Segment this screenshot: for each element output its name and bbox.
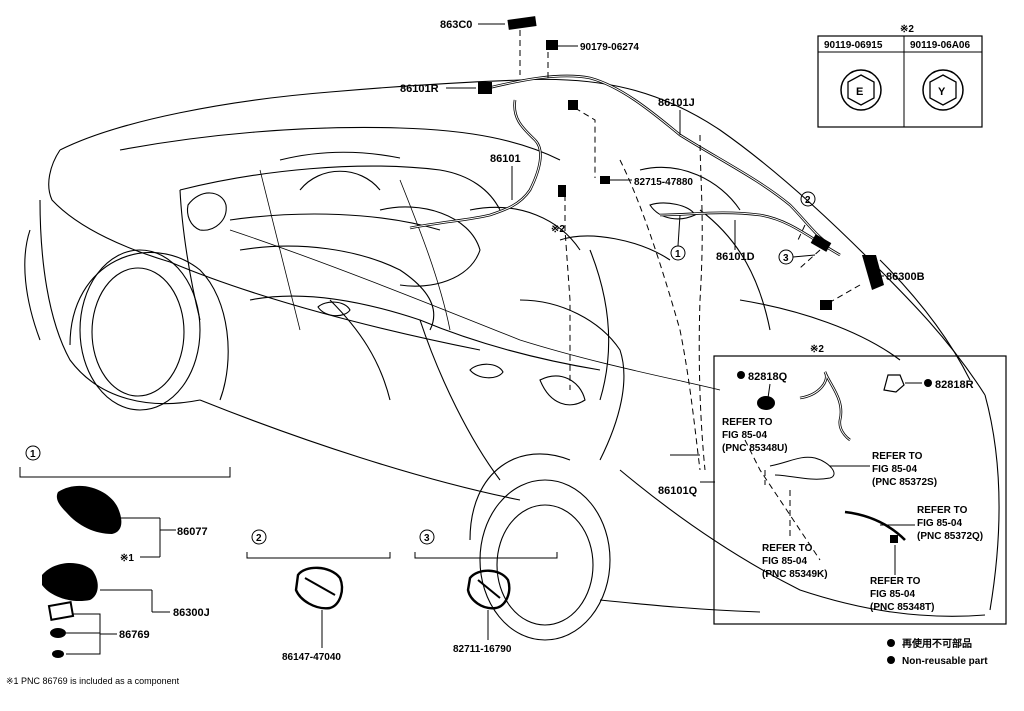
label-90179: 90179-06274 — [580, 42, 639, 53]
callout-3: 3 — [783, 253, 789, 264]
note-mark-a: ※2 — [551, 224, 565, 235]
detail-2: 2 86147-47040 — [246, 529, 391, 663]
refer-85372s: REFER TO FIG 85-04 (PNC 85372S) — [872, 451, 937, 488]
bolt-symbol-y: Y — [938, 86, 946, 98]
legend-jp: 再使用不可部品 — [902, 637, 972, 650]
inset-detail: 82818Q 82818R REFER TO FIG 85-04 (PNC 85… — [713, 355, 1007, 625]
callout-2: 2 — [805, 195, 811, 206]
bolt-symbol-e: E — [856, 86, 863, 98]
label-86147: 86147-47040 — [282, 652, 341, 663]
label-86300b: 86300B — [886, 271, 925, 283]
label-863c0: 863C0 — [440, 19, 472, 31]
label-82711: 82711-16790 — [453, 644, 512, 655]
detail-1: 1 86077 ※1 86300J 86769 — [19, 445, 231, 658]
callout-1: 1 — [675, 249, 681, 260]
refer-85349k: REFER TO FIG 85-04 (PNC 85349K) — [762, 543, 828, 580]
note-mark-b: ※2 — [810, 344, 824, 355]
detail-3: 3 82711-16790 — [414, 529, 558, 655]
label-86101q: 86101Q — [658, 485, 698, 497]
wire-harness — [409, 16, 884, 561]
label-86769: 86769 — [119, 629, 150, 641]
part-labels: 863C0 90179-06274 86101R 86101J 86101 82… — [400, 19, 925, 497]
legend: 再使用不可部品 Non-reusable part — [887, 637, 988, 667]
refer-85348t: REFER TO FIG 85-04 (PNC 85348T) — [870, 576, 934, 613]
refer-85348u: REFER TO FIG 85-04 (PNC 85348U) — [722, 417, 788, 454]
detail-1-number: 1 — [30, 449, 36, 460]
bolt-part-2: 90119-06A06 — [910, 40, 970, 51]
label-82715: 82715-47880 — [634, 177, 693, 188]
bolt-table-note: ※2 — [900, 24, 914, 35]
detail-2-number: 2 — [256, 533, 262, 544]
label-86077: 86077 — [177, 526, 208, 538]
label-86101: 86101 — [490, 153, 521, 165]
detail-3-number: 3 — [424, 533, 430, 544]
car-body — [24, 78, 1000, 641]
label-82818r: 82818R — [935, 379, 974, 391]
refer-85372q: REFER TO FIG 85-04 (PNC 85372Q) — [917, 505, 983, 542]
label-86300j: 86300J — [173, 607, 210, 619]
bolt-part-1: 90119-06915 — [824, 40, 883, 51]
bolt-table: ※2 90119-06915 90119-06A06 E Y — [817, 24, 983, 128]
label-86101j: 86101J — [658, 97, 695, 109]
label-82818q: 82818Q — [748, 371, 788, 383]
note1-mark: ※1 — [120, 553, 134, 564]
legend-en: Non-reusable part — [902, 656, 988, 667]
label-86101d: 86101D — [716, 251, 755, 263]
footnote: ※1 PNC 86769 is included as a component — [6, 676, 180, 686]
label-86101r: 86101R — [400, 83, 439, 95]
